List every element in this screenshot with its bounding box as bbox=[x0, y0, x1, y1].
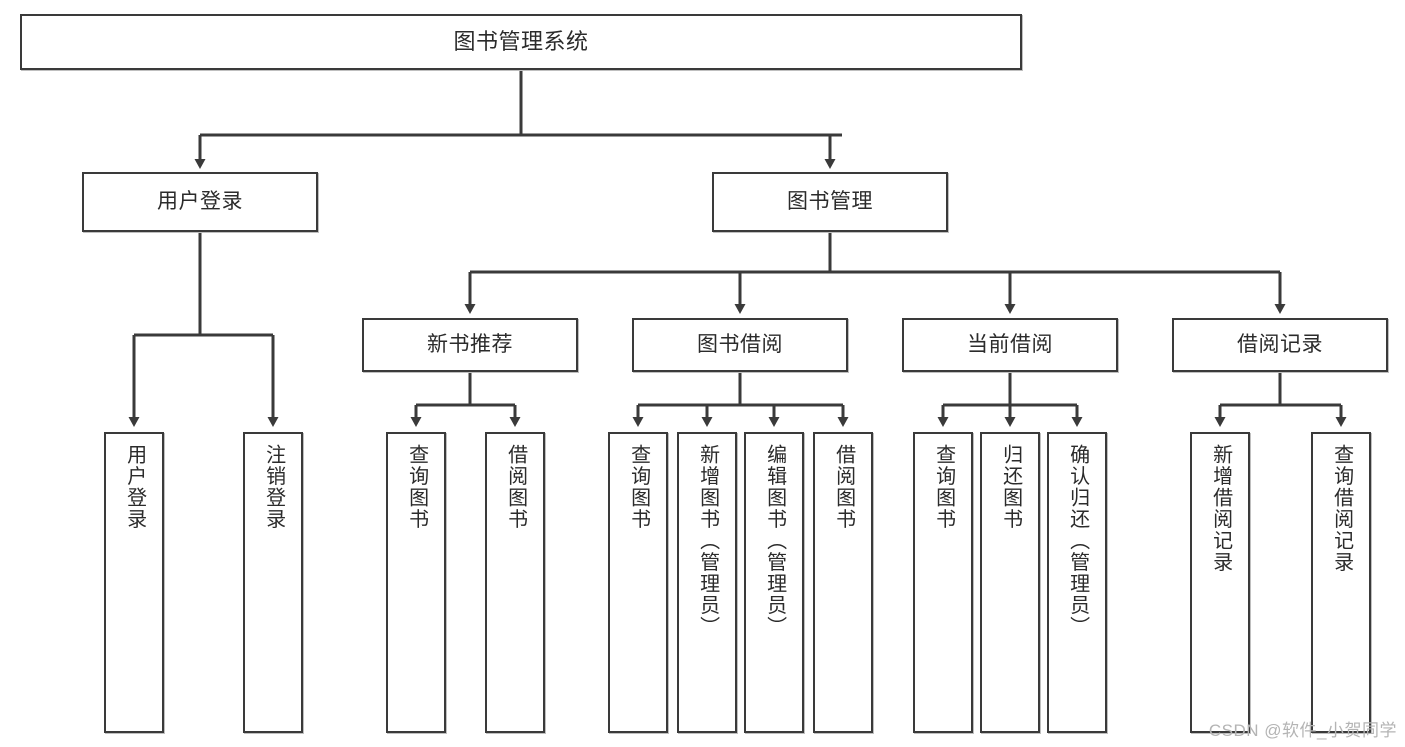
leaf-book-borrow-query[interactable]: 查询图书 bbox=[608, 432, 668, 733]
leaf-current-borrow-query[interactable]: 查询图书 bbox=[913, 432, 973, 733]
leaf-borrow-record-add[interactable]: 新增借阅记录 bbox=[1190, 432, 1250, 733]
leaf-new-book-borrow-label: 借阅图书 bbox=[504, 444, 527, 530]
leaf-current-borrow-confirm-label: 确认归还（管理员） bbox=[1066, 444, 1089, 638]
leaf-book-borrow-edit[interactable]: 编辑图书（管理员） bbox=[744, 432, 804, 733]
node-book-management[interactable]: 图书管理 bbox=[712, 172, 948, 232]
leaf-user-login-signin[interactable]: 用户登录 bbox=[104, 432, 164, 733]
node-borrow-record[interactable]: 借阅记录 bbox=[1172, 318, 1388, 372]
leaf-borrow-record-query-label: 查询借阅记录 bbox=[1330, 444, 1353, 573]
node-root-label: 图书管理系统 bbox=[453, 29, 589, 55]
leaf-new-book-borrow[interactable]: 借阅图书 bbox=[485, 432, 545, 733]
leaf-current-borrow-return[interactable]: 归还图书 bbox=[980, 432, 1040, 733]
leaf-current-borrow-confirm[interactable]: 确认归还（管理员） bbox=[1047, 432, 1107, 733]
csdn-watermark: CSDN @软件_小贺同学 bbox=[1208, 721, 1397, 740]
node-new-book-recommend-label: 新书推荐 bbox=[427, 332, 513, 356]
leaf-current-borrow-query-label: 查询图书 bbox=[932, 444, 955, 530]
node-new-book-recommend[interactable]: 新书推荐 bbox=[362, 318, 578, 372]
node-current-borrow-label: 当前借阅 bbox=[967, 332, 1053, 356]
node-borrow-record-label: 借阅记录 bbox=[1237, 332, 1323, 356]
node-root[interactable]: 图书管理系统 bbox=[20, 14, 1022, 70]
node-book-borrow[interactable]: 图书借阅 bbox=[632, 318, 848, 372]
node-book-management-label: 图书管理 bbox=[787, 189, 873, 213]
leaf-new-book-query-label: 查询图书 bbox=[405, 444, 428, 530]
leaf-book-borrow-add-label: 新增图书（管理员） bbox=[696, 444, 719, 638]
leaf-book-borrow-add[interactable]: 新增图书（管理员） bbox=[677, 432, 737, 733]
node-user-login[interactable]: 用户登录 bbox=[82, 172, 318, 232]
leaf-borrow-record-query[interactable]: 查询借阅记录 bbox=[1311, 432, 1371, 733]
leaf-current-borrow-return-label: 归还图书 bbox=[999, 444, 1022, 530]
node-user-login-label: 用户登录 bbox=[157, 189, 243, 213]
leaf-new-book-query[interactable]: 查询图书 bbox=[386, 432, 446, 733]
leaf-book-borrow-edit-label: 编辑图书（管理员） bbox=[763, 444, 786, 638]
leaf-user-login-signout-label: 注销登录 bbox=[262, 444, 285, 530]
node-current-borrow[interactable]: 当前借阅 bbox=[902, 318, 1118, 372]
leaf-book-borrow-query-label: 查询图书 bbox=[627, 444, 650, 530]
leaf-borrow-record-add-label: 新增借阅记录 bbox=[1209, 444, 1232, 573]
node-book-borrow-label: 图书借阅 bbox=[697, 332, 783, 356]
leaf-book-borrow-lend-label: 借阅图书 bbox=[832, 444, 855, 530]
leaf-user-login-signout[interactable]: 注销登录 bbox=[243, 432, 303, 733]
leaf-book-borrow-lend[interactable]: 借阅图书 bbox=[813, 432, 873, 733]
leaf-user-login-signin-label: 用户登录 bbox=[123, 444, 146, 530]
